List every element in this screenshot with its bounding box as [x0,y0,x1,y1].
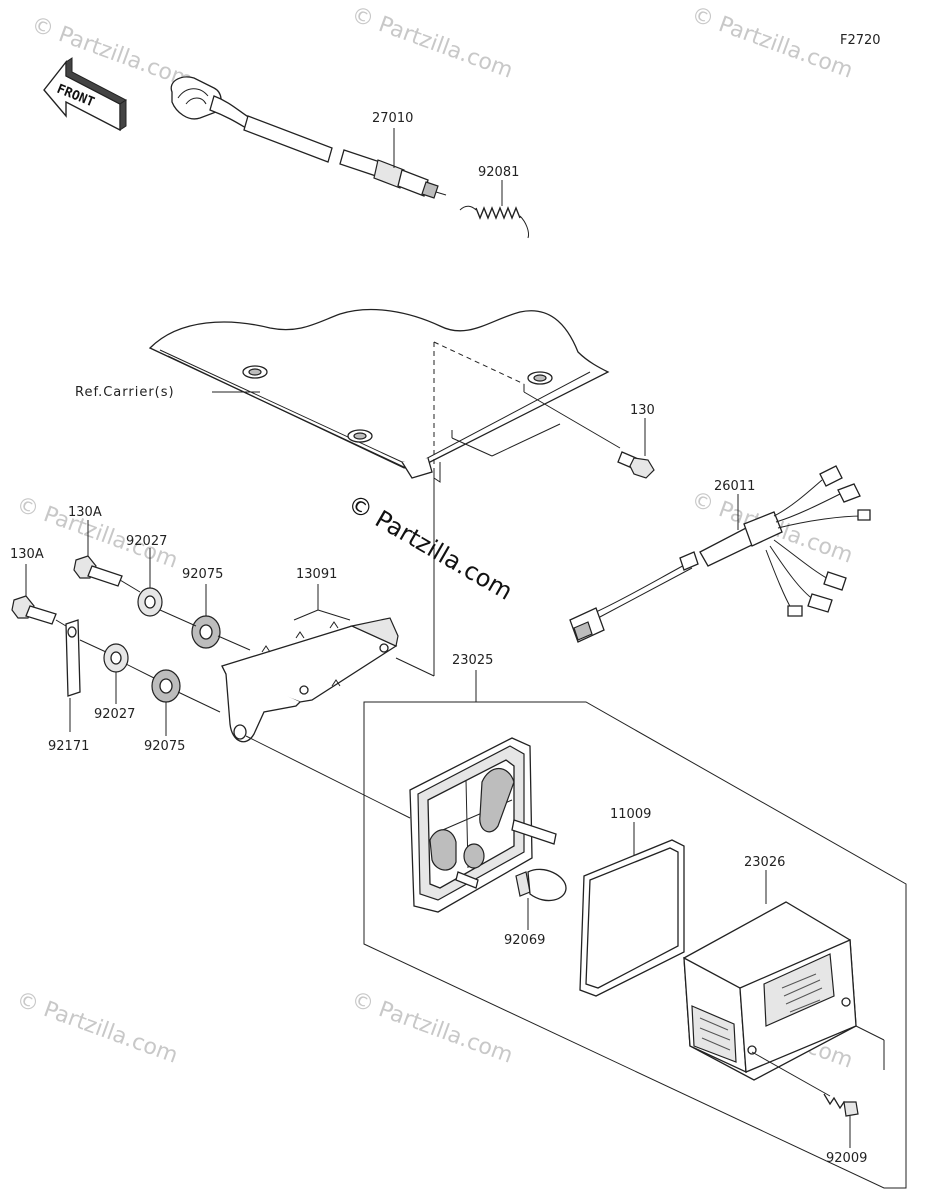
part-130A-bolt-lower[interactable] [11,595,57,625]
part-label[interactable]: 11009 [610,807,651,822]
part-130-bolt[interactable] [617,451,655,479]
part-label[interactable]: 92009 [826,1151,867,1166]
watermark: © Partzilla.com [688,2,856,84]
part-27010-switch[interactable] [170,76,447,199]
part-92027-collar-upper[interactable] [137,587,163,617]
part-label[interactable]: 13091 [296,567,337,582]
front-arrow-icon: FRONT [43,57,127,132]
part-92009-screw[interactable] [823,1093,859,1117]
carrier-plate [148,308,610,483]
part-130A-bolt-upper[interactable] [73,555,123,587]
part-92075-grommet-upper[interactable] [191,615,221,649]
part-label[interactable]: 23026 [744,855,785,870]
part-92081-spring[interactable] [459,205,529,239]
diagram-code: F2720 [840,33,881,48]
part-label[interactable]: 92171 [48,739,89,754]
part-label[interactable]: 26011 [714,479,755,494]
part-label[interactable]: 92075 [182,567,223,582]
assembly-frame-23025 [363,701,907,1189]
part-92171-clamp[interactable] [65,619,81,697]
part-label[interactable]: 27010 [372,111,413,126]
part-13091-bracket[interactable] [221,617,399,743]
ref-carrier-label: Ref.Carrier(s) [75,385,175,400]
part-label[interactable]: 92027 [126,534,167,549]
part-26011-harness[interactable] [569,465,871,643]
part-label[interactable]: 92075 [144,739,185,754]
watermark: © Partzilla.com [348,987,516,1069]
part-23026-lens-cover[interactable] [683,901,857,1081]
part-label[interactable]: 92081 [478,165,519,180]
watermark: © Partzilla.com [13,987,181,1069]
part-label[interactable]: 130A [10,547,44,562]
part-92075-grommet-lower[interactable] [151,669,181,703]
part-11009-gasket[interactable] [579,839,685,997]
part-92069-bulb[interactable] [515,868,567,902]
part-label[interactable]: 23025 [452,653,493,668]
part-label[interactable]: 92069 [504,933,545,948]
part-92027-collar-lower[interactable] [103,643,129,673]
center-watermark: © Partzilla.com [343,489,517,606]
part-label[interactable]: 130A [68,505,102,520]
watermark: © Partzilla.com [348,2,516,84]
part-label[interactable]: 130 [630,403,655,418]
part-label[interactable]: 92027 [94,707,135,722]
part-23025-lamp-base[interactable] [409,737,557,913]
